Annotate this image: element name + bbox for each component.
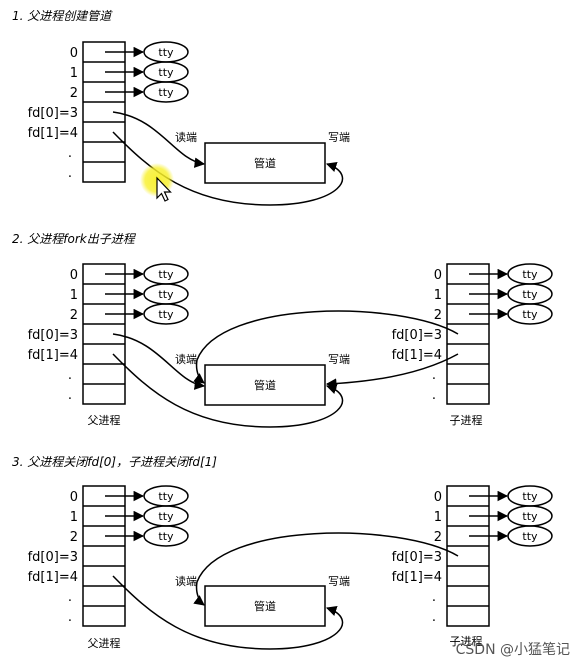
fd-label: 2	[434, 530, 442, 545]
parent-fd-table	[82, 263, 126, 405]
tty-label: tty	[158, 288, 174, 301]
read-end-arrow	[112, 111, 206, 168]
tty-label: tty	[158, 308, 174, 321]
tty-label: tty	[522, 510, 538, 523]
tty-label: tty	[522, 530, 538, 543]
child-read-arrow	[193, 310, 459, 384]
section-1: 1. 父进程创建管道 0 1 2 fd[0]=3 fd[1]=4 . . tty…	[12, 9, 350, 206]
fd-label: fd[0]=3	[28, 106, 78, 121]
parent-fd-table	[82, 41, 126, 183]
fd-label: .	[432, 590, 436, 605]
tty-node	[507, 525, 553, 547]
fd-label: 2	[434, 308, 442, 323]
fd-label: 0	[434, 490, 442, 505]
fd-label: .	[68, 166, 72, 181]
tty-label: tty	[158, 530, 174, 543]
tty-label: tty	[158, 490, 174, 503]
fd-label: 0	[434, 268, 442, 283]
write-end-label: 写端	[328, 131, 350, 144]
tty-label: tty	[158, 46, 174, 59]
pipe-box	[204, 364, 326, 406]
fd-label: fd[1]=4	[28, 348, 78, 363]
pipe-box	[204, 585, 326, 627]
tty-node	[143, 303, 189, 325]
fd-label: 2	[70, 308, 78, 323]
watermark: CSDN @小猛笔记	[456, 642, 570, 658]
fd-label: 1	[70, 510, 78, 525]
fd-label: fd[1]=4	[392, 570, 442, 585]
parent-write-arrow	[112, 353, 344, 428]
read-end-label: 读端	[175, 352, 197, 366]
parent-write-arrow	[112, 575, 344, 650]
pipe-box	[204, 142, 326, 184]
tty-label: tty	[522, 268, 538, 281]
pipe-label: 管道	[254, 599, 276, 613]
read-end-label: 读端	[175, 574, 197, 588]
fd-label: 1	[70, 288, 78, 303]
fd-label: 0	[70, 46, 78, 61]
fd-label: .	[432, 368, 436, 383]
section-title: 1. 父进程创建管道	[12, 9, 113, 23]
child-process-label: 子进程	[450, 635, 483, 648]
pipe-label: 管道	[254, 156, 276, 170]
section-3: 3. 父进程关闭fd[0]，子进程关闭fd[1] 0 1 2 fd[0]=3 f…	[12, 455, 553, 650]
read-end-label: 读端	[175, 130, 197, 144]
tty-label: tty	[158, 66, 174, 79]
fd-label: 1	[434, 510, 442, 525]
mouse-cursor-icon	[156, 176, 172, 202]
tty-label: tty	[158, 268, 174, 281]
tty-label: tty	[522, 308, 538, 321]
tty-node	[143, 81, 189, 103]
fd-label: 0	[70, 268, 78, 283]
fd-label: .	[68, 146, 72, 161]
fd-label: fd[0]=3	[392, 328, 442, 343]
fd-label: fd[1]=4	[28, 570, 78, 585]
fd-label: .	[68, 590, 72, 605]
pipe-label: 管道	[254, 378, 276, 392]
write-end-label: 写端	[328, 353, 350, 366]
section-title: 2. 父进程fork出子进程	[12, 232, 137, 246]
write-end-arrow	[112, 131, 344, 206]
child-fd-table	[446, 485, 490, 627]
parent-process-label: 父进程	[88, 414, 121, 427]
tty-label: tty	[158, 510, 174, 523]
tty-label: tty	[522, 490, 538, 503]
child-write-arrow	[325, 353, 459, 389]
tty-label: tty	[522, 288, 538, 301]
fd-label: fd[0]=3	[28, 550, 78, 565]
fd-label: .	[68, 368, 72, 383]
parent-process-label: 父进程	[88, 637, 121, 650]
tty-node	[143, 525, 189, 547]
fd-label: fd[1]=4	[28, 126, 78, 141]
write-end-label: 写端	[328, 575, 350, 588]
fd-label: fd[0]=3	[28, 328, 78, 343]
fd-label: .	[68, 388, 72, 403]
fd-label: fd[0]=3	[392, 550, 442, 565]
section-2: 2. 父进程fork出子进程 0 1 2 fd[0]=3 fd[1]=4 . .…	[12, 232, 553, 428]
fd-label: 2	[70, 86, 78, 101]
child-process-label: 子进程	[450, 414, 483, 427]
tty-label: tty	[158, 86, 174, 99]
child-fd-table	[446, 263, 490, 405]
fd-label: .	[432, 610, 436, 625]
fd-label: 2	[70, 530, 78, 545]
fd-label: .	[432, 388, 436, 403]
fd-label: fd[1]=4	[392, 348, 442, 363]
fd-label: 1	[434, 288, 442, 303]
parent-fd-table	[82, 485, 126, 627]
fd-label: .	[68, 610, 72, 625]
fd-label: 1	[70, 66, 78, 81]
section-title: 3. 父进程关闭fd[0]，子进程关闭fd[1]	[12, 455, 217, 469]
tty-node	[507, 303, 553, 325]
child-read-arrow	[193, 532, 459, 606]
fd-label: 0	[70, 490, 78, 505]
